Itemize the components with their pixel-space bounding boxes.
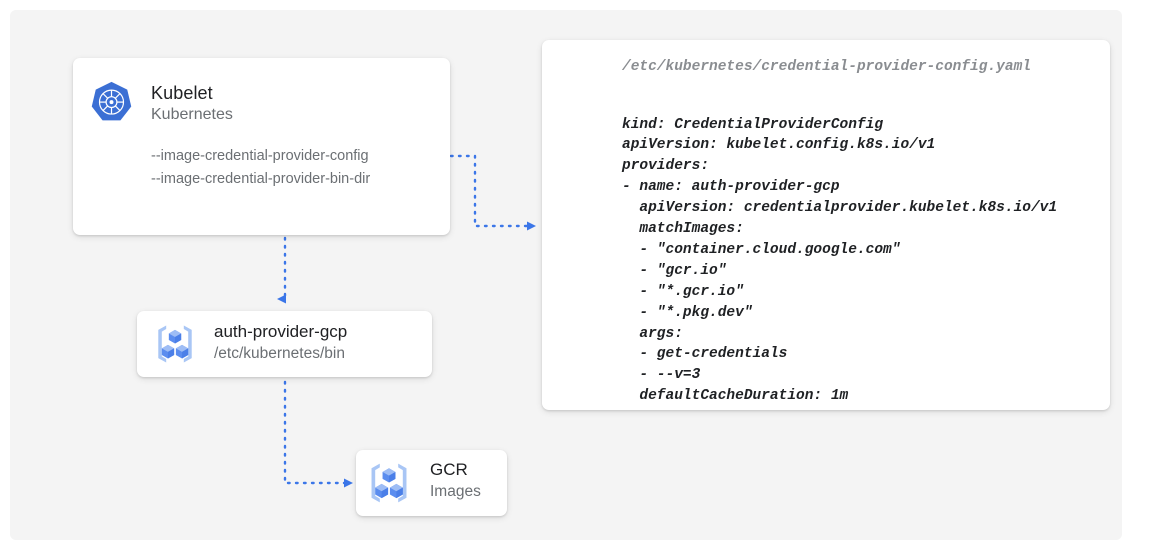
kubelet-subtitle: Kubernetes	[151, 106, 233, 123]
yaml-config-card[interactable]: /etc/kubernetes/credential-provider-conf…	[542, 40, 1110, 410]
auth-provider-subtitle: /etc/kubernetes/bin	[214, 345, 345, 362]
gcr-title: GCR	[430, 460, 468, 479]
yaml-file-path: /etc/kubernetes/credential-provider-conf…	[622, 59, 1031, 75]
kubelet-flag-image-credential-provider-config: --image-credential-provider-config	[151, 148, 369, 164]
kubelet-flag-image-credential-provider-bin-dir: --image-credential-provider-bin-dir	[151, 171, 371, 187]
kubelet-title: Kubelet	[151, 83, 213, 103]
gcp-container-registry-icon	[366, 460, 412, 506]
yaml-config-content: kind: CredentialProviderConfig apiVersio…	[622, 116, 1058, 405]
node-gcr[interactable]: GCR Images	[356, 450, 507, 516]
auth-provider-title: auth-provider-gcp	[214, 322, 348, 341]
gcp-container-registry-icon	[153, 322, 197, 366]
gcr-subtitle: Images	[430, 483, 481, 500]
kubernetes-logo-icon	[88, 80, 135, 127]
node-kubelet[interactable]: Kubelet Kubernetes --image-credential-pr…	[73, 58, 450, 235]
node-auth-provider-gcp[interactable]: auth-provider-gcp /etc/kubernetes/bin	[137, 311, 432, 377]
